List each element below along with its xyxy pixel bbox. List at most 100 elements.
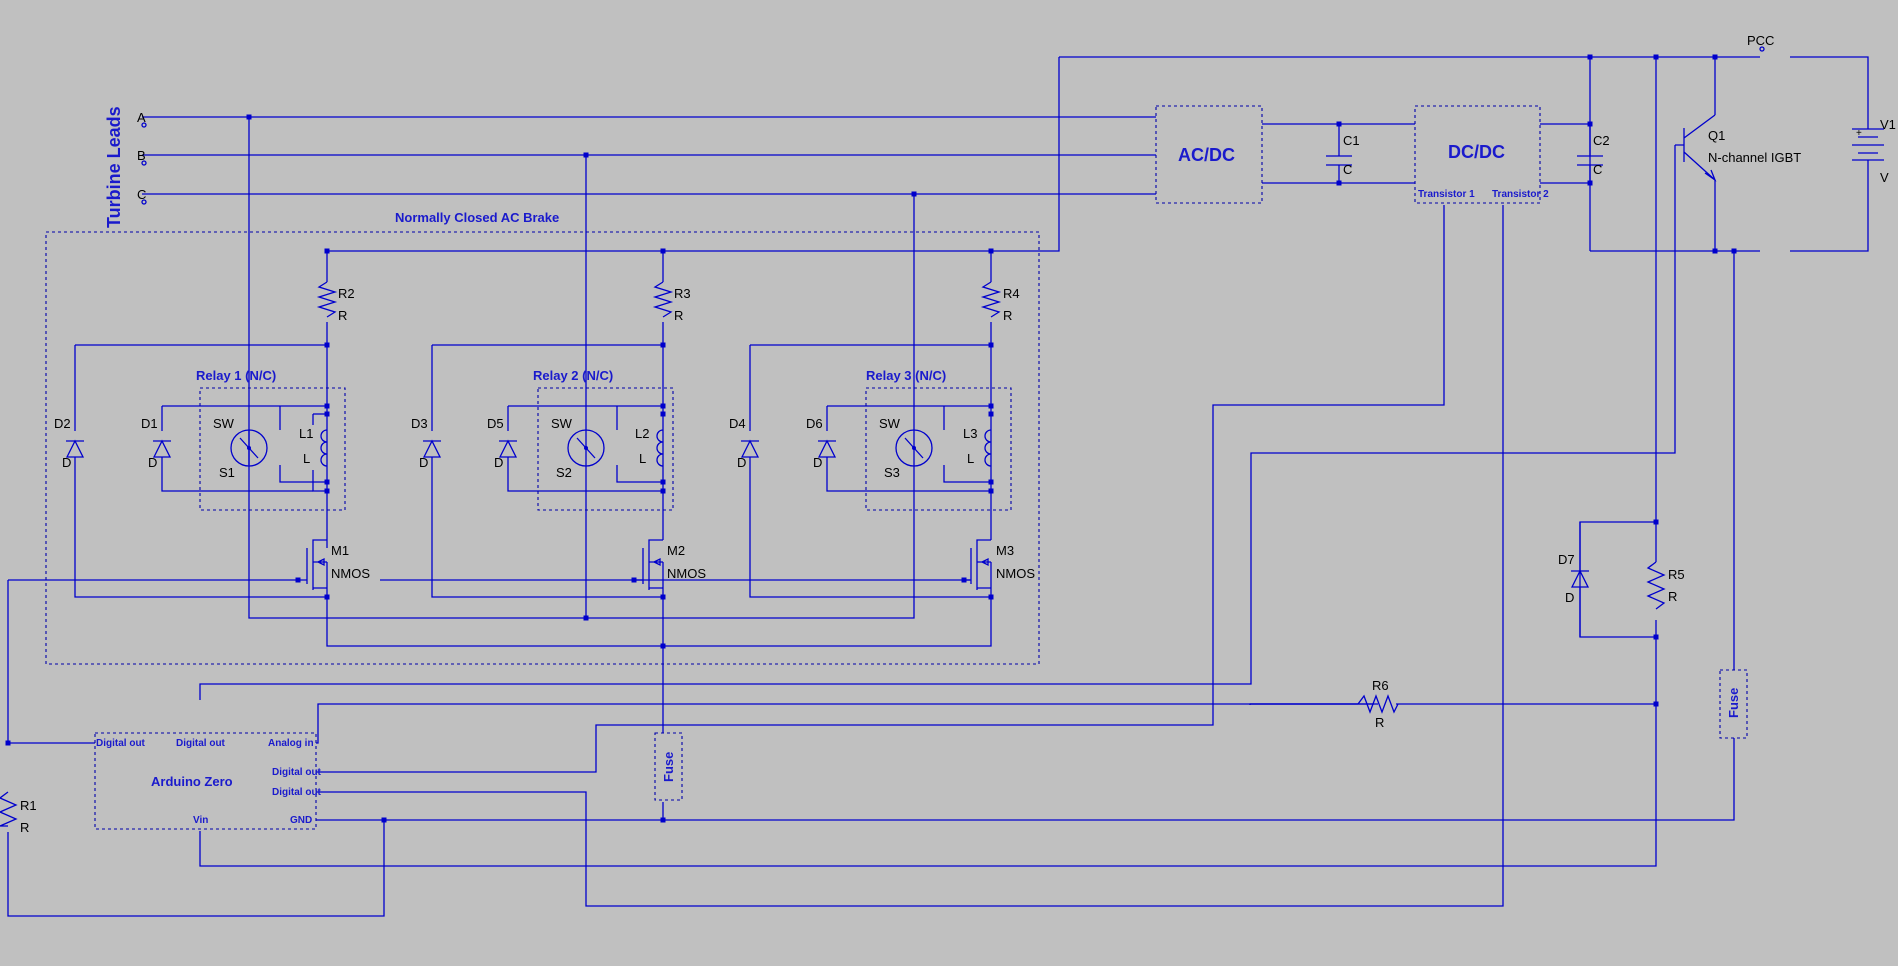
relay-2-labels: Relay 2 (N/C) R3 R D3 D D5 D SW S2 L2 L … xyxy=(411,286,706,581)
q1-name: Q1 xyxy=(1708,128,1725,143)
resistor-r2 xyxy=(316,281,338,318)
d7-value: D xyxy=(1565,590,1574,605)
switch-s1 xyxy=(230,429,268,467)
igbt-q1 xyxy=(1675,114,1717,182)
diode-d5 xyxy=(498,439,518,458)
diode-d6 xyxy=(817,439,837,458)
d5-name: D5 xyxy=(487,416,504,431)
d2-value: D xyxy=(62,455,71,470)
pcc-terminal xyxy=(1759,46,1765,52)
r2-value: R xyxy=(338,308,347,323)
junction-dot xyxy=(911,191,917,197)
r6-name: R6 xyxy=(1372,678,1389,693)
r3-name: R3 xyxy=(674,286,691,301)
d2-name: D2 xyxy=(54,416,71,431)
v1-value: V xyxy=(1880,170,1889,185)
dcdc-transistor-2-label: Transistor 2 xyxy=(1492,189,1549,200)
junction-dot xyxy=(660,594,666,600)
pcc-label: PCC xyxy=(1747,33,1774,48)
junction-dot xyxy=(660,411,666,417)
terminal-b xyxy=(141,160,147,166)
junction-dot xyxy=(1653,519,1659,525)
relay-1-box xyxy=(199,387,346,511)
arduino-pin-vin: Vin xyxy=(193,815,208,826)
arduino-pin-digital-out-1: Digital out xyxy=(96,738,146,749)
junction-dot xyxy=(1712,54,1718,60)
resistor-r4 xyxy=(980,281,1002,318)
r3-value: R xyxy=(674,308,683,323)
c1-name: C1 xyxy=(1343,133,1360,148)
m1-name: M1 xyxy=(331,543,349,558)
phase-c-label: C xyxy=(137,187,146,202)
junction-dot xyxy=(324,479,330,485)
junction-dot xyxy=(295,577,301,583)
acdc-block xyxy=(1155,105,1263,204)
junction-dot xyxy=(1712,248,1718,254)
junction-dot xyxy=(660,488,666,494)
relay-2-box xyxy=(537,387,674,511)
diode-d3 xyxy=(422,439,442,458)
terminal-c xyxy=(141,199,147,205)
fuse-2-label: Fuse xyxy=(1726,688,1741,718)
resistor-r3 xyxy=(652,281,674,318)
dcdc-transistor-1-label: Transistor 1 xyxy=(1418,189,1475,200)
junction-dot xyxy=(988,479,994,485)
capacitor-c1 xyxy=(1326,155,1352,166)
nmos-m1 xyxy=(300,539,327,590)
l1-value: L xyxy=(303,451,310,466)
r4-value: R xyxy=(1003,308,1012,323)
resistor-r1 xyxy=(0,791,18,827)
d1-name: D1 xyxy=(141,416,158,431)
junction-dot xyxy=(660,643,666,649)
junction-dot xyxy=(324,248,330,254)
r5-value: R xyxy=(1668,589,1677,604)
junction-dot xyxy=(660,479,666,485)
v1-name: V1 xyxy=(1880,117,1896,132)
junction-dot xyxy=(1336,180,1342,186)
d4-value: D xyxy=(737,455,746,470)
relay-3-labels: Relay 3 (N/C) R4 R D4 D D6 D SW S3 L3 L … xyxy=(729,286,1035,581)
s3-sw-label: SW xyxy=(879,416,901,431)
junction-dot xyxy=(1731,248,1737,254)
l2-name: L2 xyxy=(635,426,649,441)
r1-name: R1 xyxy=(20,798,37,813)
r5-name: R5 xyxy=(1668,567,1685,582)
m2-name: M2 xyxy=(667,543,685,558)
dcdc-block xyxy=(1414,105,1541,204)
l3-name: L3 xyxy=(963,426,977,441)
junction-dot xyxy=(324,488,330,494)
resistor-r6 xyxy=(1357,694,1399,714)
m3-name: M3 xyxy=(996,543,1014,558)
junction-dot xyxy=(988,594,994,600)
arduino-pin-digital-out-4: Digital out xyxy=(272,787,322,798)
diode-d4 xyxy=(740,439,760,458)
switch-s2 xyxy=(567,429,605,467)
junction-dot xyxy=(1653,701,1659,707)
junction-dot xyxy=(324,594,330,600)
q1-value: N-channel IGBT xyxy=(1708,150,1801,165)
junction-dot xyxy=(583,615,589,621)
s1-name: S1 xyxy=(219,465,235,480)
m2-value: NMOS xyxy=(667,566,706,581)
d3-name: D3 xyxy=(411,416,428,431)
coil-l1 xyxy=(320,429,328,467)
d7-name: D7 xyxy=(1558,552,1575,567)
junction-dot xyxy=(988,403,994,409)
junction-dot xyxy=(988,248,994,254)
arduino-block xyxy=(94,732,317,830)
fuse-1 xyxy=(654,732,683,801)
dcdc-label: DC/DC xyxy=(1448,142,1505,162)
s2-name: S2 xyxy=(556,465,572,480)
s2-sw-label: SW xyxy=(551,416,573,431)
r4-name: R4 xyxy=(1003,286,1020,301)
s1-sw-label: SW xyxy=(213,416,235,431)
junction-dot xyxy=(583,152,589,158)
junction-dot xyxy=(660,817,666,823)
junctions xyxy=(5,54,1737,823)
diode-d1 xyxy=(152,439,172,458)
junction-dot xyxy=(324,403,330,409)
junction-dot xyxy=(1653,54,1659,60)
brake-title: Normally Closed AC Brake xyxy=(395,210,559,225)
m1-value: NMOS xyxy=(331,566,370,581)
v1-plus: + xyxy=(1856,128,1862,139)
